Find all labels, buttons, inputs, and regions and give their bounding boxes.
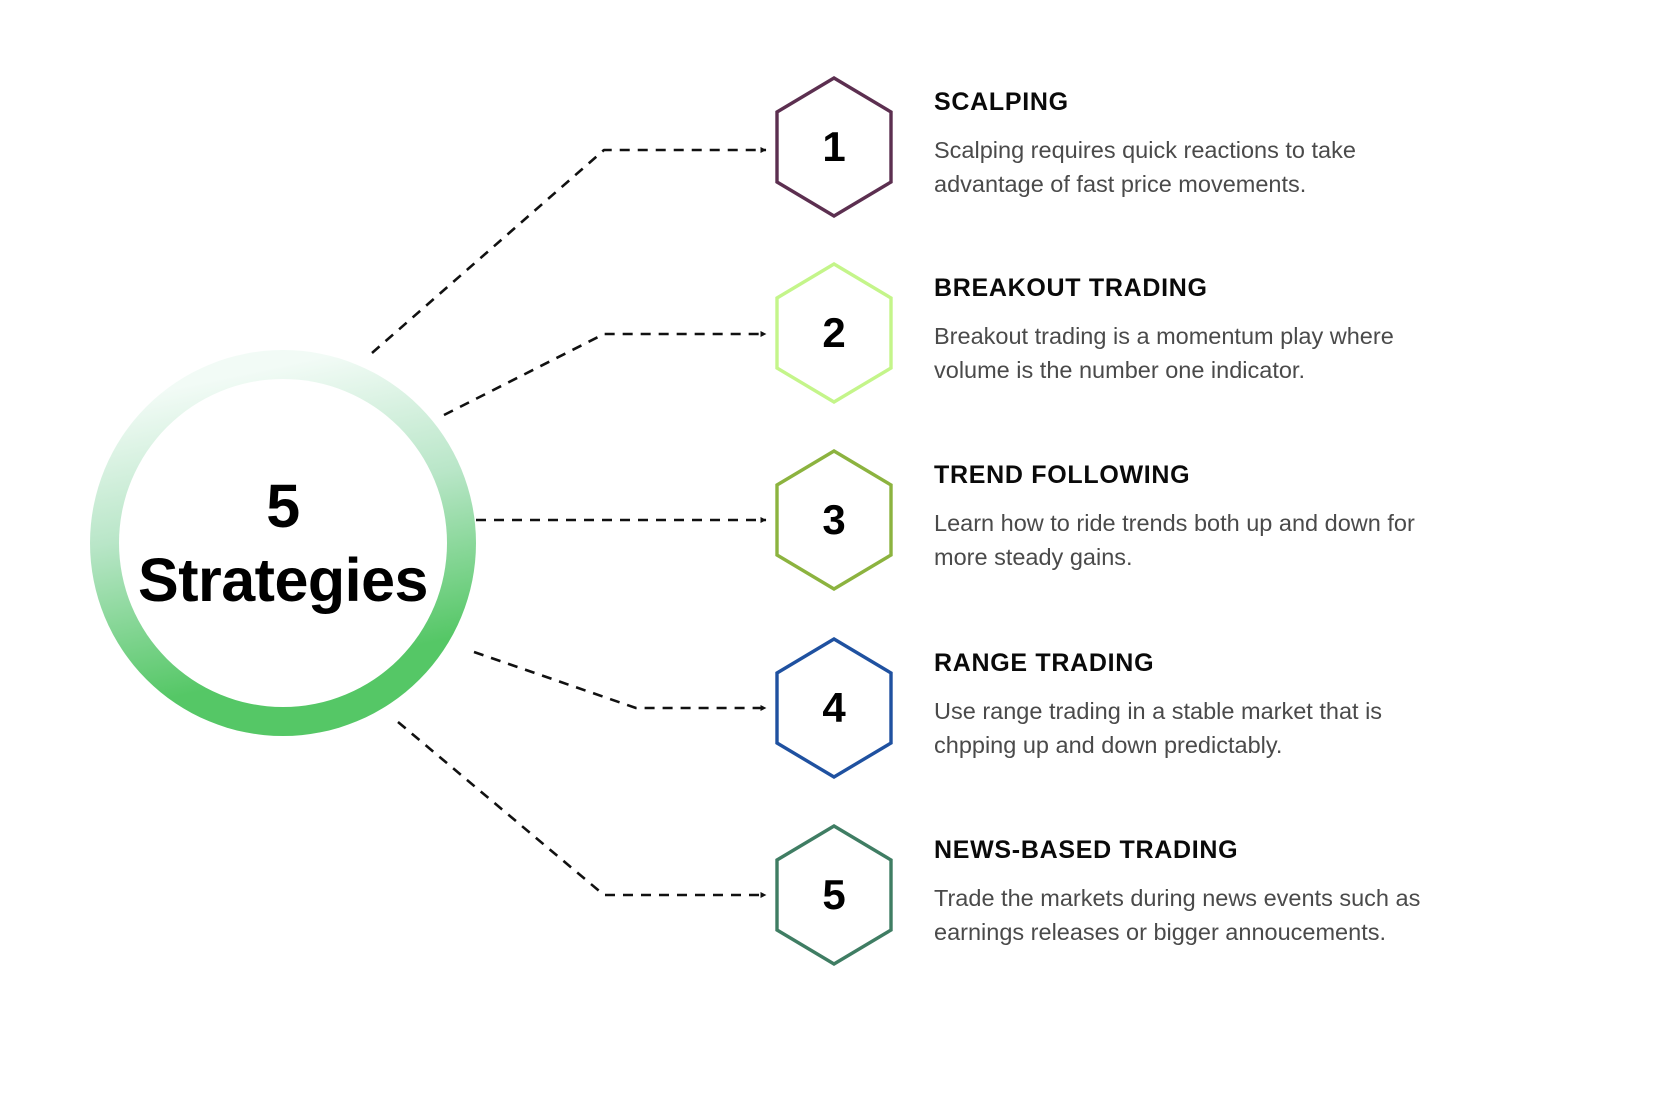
hexagon-badge-4: 4 [770,635,898,781]
connector-line-4 [473,650,767,711]
hub-core: 5 Strategies [119,379,447,707]
hexagon-badge-5: 5 [770,822,898,968]
strategy-title: NEWS-BASED TRADING [934,836,1239,864]
hexagon-number: 5 [822,871,846,918]
strategy-text-block: TREND FOLLOWING Learn how to ride trends… [898,447,1630,575]
strategy-title: TREND FOLLOWING [934,461,1191,489]
strategy-title: SCALPING [934,88,1069,116]
strategy-description: Breakout trading is a momentum play wher… [934,322,1394,384]
hexagon-number: 3 [822,496,846,543]
strategy-row: 4 RANGE TRADING Use range trading in a s… [770,635,1630,785]
hexagon-icon [775,824,893,966]
strategy-title: RANGE TRADING [934,649,1155,677]
hexagon-badge-2: 2 [770,260,898,406]
strategy-row: 5 NEWS-BASED TRADING Trade the markets d… [770,822,1630,972]
strategy-title: BREAKOUT TRADING [934,274,1208,302]
strategy-text-block: RANGE TRADING Use range trading in a sta… [898,635,1630,763]
connector-line-2 [443,331,767,417]
strategy-row: 2 BREAKOUT TRADING Breakout trading is a… [770,260,1630,410]
hexagon-icon [775,449,893,591]
center-hub: 5 Strategies [90,350,476,736]
strategy-text-block: NEWS-BASED TRADING Trade the markets dur… [898,822,1630,950]
strategy-description: Learn how to ride trends both up and dow… [934,509,1415,571]
hexagon-badge-1: 1 [770,74,898,220]
connector-line-5 [397,721,767,898]
hexagon-number: 4 [822,684,846,731]
connector-line-1 [371,147,767,354]
hexagon-icon [775,262,893,404]
hexagon-number: 2 [822,309,846,356]
hexagon-icon [775,637,893,779]
hexagon-number: 1 [822,123,846,170]
hub-title: 5 Strategies [138,471,428,614]
strategy-description: Use range trading in a stable market tha… [934,697,1383,759]
strategy-description: Scalping requires quick reactions to tak… [934,136,1356,198]
strategy-text-block: BREAKOUT TRADING Breakout trading is a m… [898,260,1630,388]
strategy-row: 1 SCALPING Scalping requires quick react… [770,74,1630,224]
strategy-text-block: SCALPING Scalping requires quick reactio… [898,74,1630,202]
strategy-row: 3 TREND FOLLOWING Learn how to ride tren… [770,447,1630,597]
strategy-description: Trade the markets during news events suc… [934,884,1421,946]
hexagon-icon [775,76,893,218]
hexagon-badge-3: 3 [770,447,898,593]
